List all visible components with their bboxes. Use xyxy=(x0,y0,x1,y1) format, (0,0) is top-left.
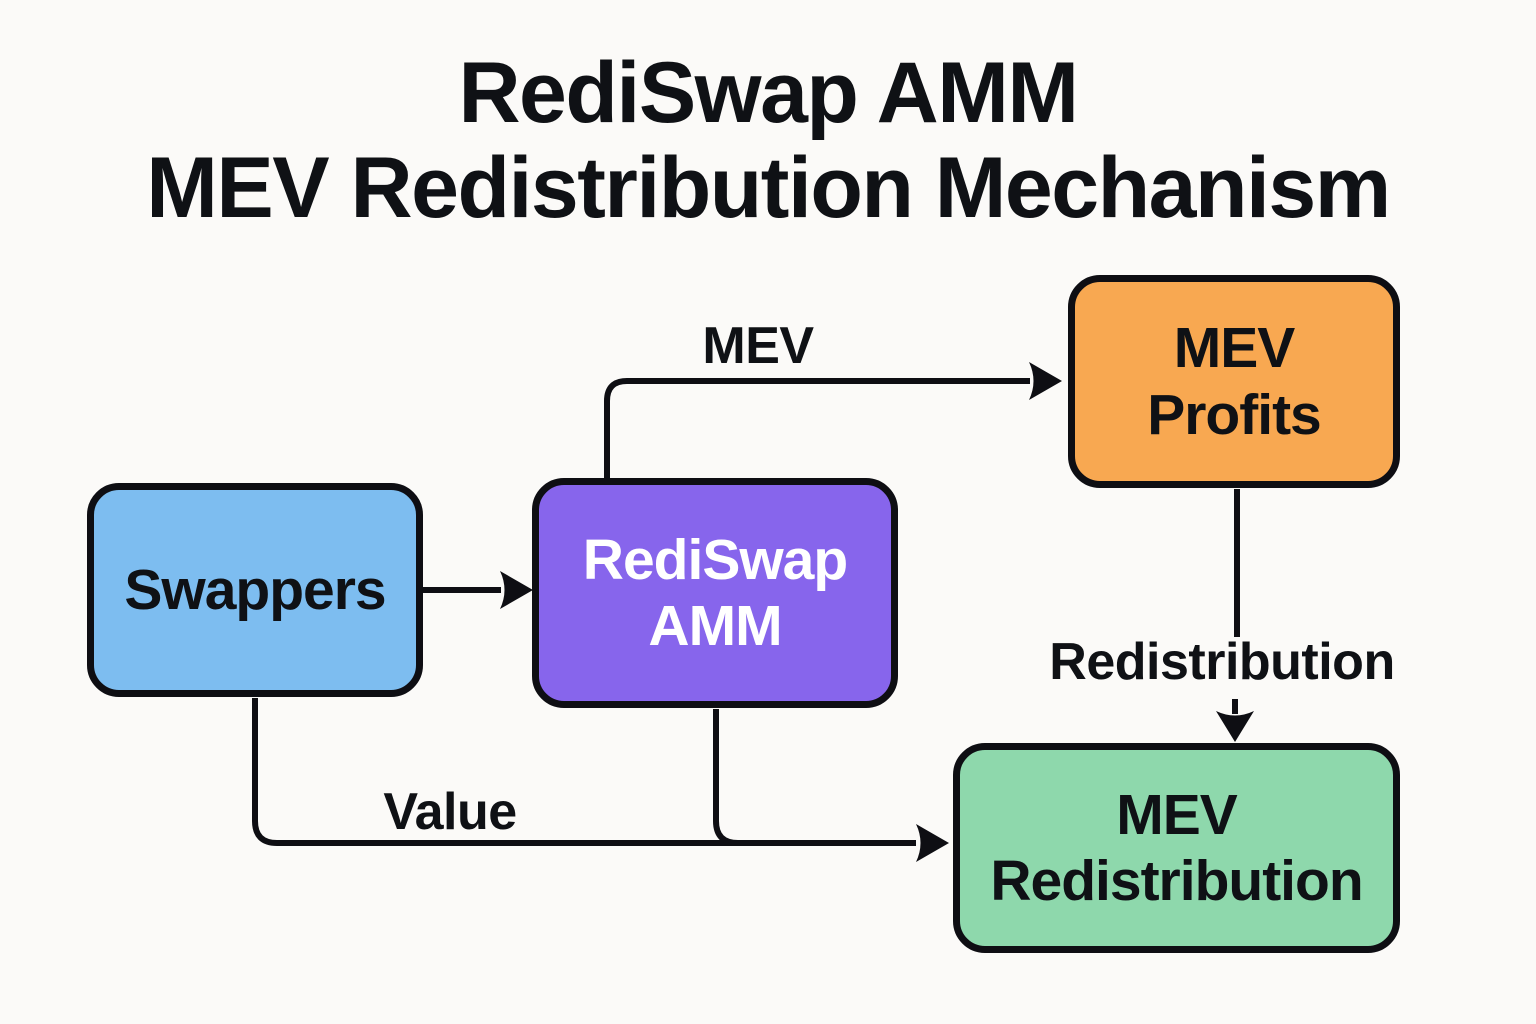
node-mev-redistribution-line-1: MEV xyxy=(1116,782,1238,847)
title-line-1: RediSwap AMM xyxy=(458,45,1079,141)
edge-amm-to-redistribution xyxy=(713,709,754,846)
node-rediswap-amm: RediSwap AMM xyxy=(532,478,898,708)
node-swappers-label: Swappers xyxy=(124,557,386,622)
node-mev-profits: MEV Profits xyxy=(1068,275,1400,488)
arrowhead-swappers-to-amm xyxy=(500,571,533,609)
edge-label-redistribution: Redistribution xyxy=(1049,633,1395,691)
title-line-2: MEV Redistribution Mechanism xyxy=(146,140,1391,237)
node-mev-redistribution: MEV Redistribution xyxy=(953,743,1400,953)
node-swappers: Swappers xyxy=(87,483,423,697)
node-mev-profits-line-1: MEV xyxy=(1173,316,1296,381)
edge-amm-to-profits xyxy=(604,378,1030,479)
node-mev-redistribution-line-2: Redistribution xyxy=(990,849,1363,913)
edge-swappers-to-redistribution xyxy=(252,698,916,846)
edge-label-mev: MEV xyxy=(702,317,814,375)
node-mev-profits-line-2: Profits xyxy=(1147,382,1322,447)
edge-label-value: Value xyxy=(383,783,517,841)
node-rediswap-amm-line-1: RediSwap xyxy=(582,527,848,592)
arrowhead-amm-to-profits xyxy=(1029,362,1062,400)
node-rediswap-amm-line-2: AMM xyxy=(648,594,782,658)
arrowhead-profits-to-redistribution xyxy=(1216,711,1254,742)
page-title: RediSwap AMM MEV Redistribution Mechanis… xyxy=(0,45,1536,237)
arrowhead-swappers-to-redistribution xyxy=(916,824,949,862)
